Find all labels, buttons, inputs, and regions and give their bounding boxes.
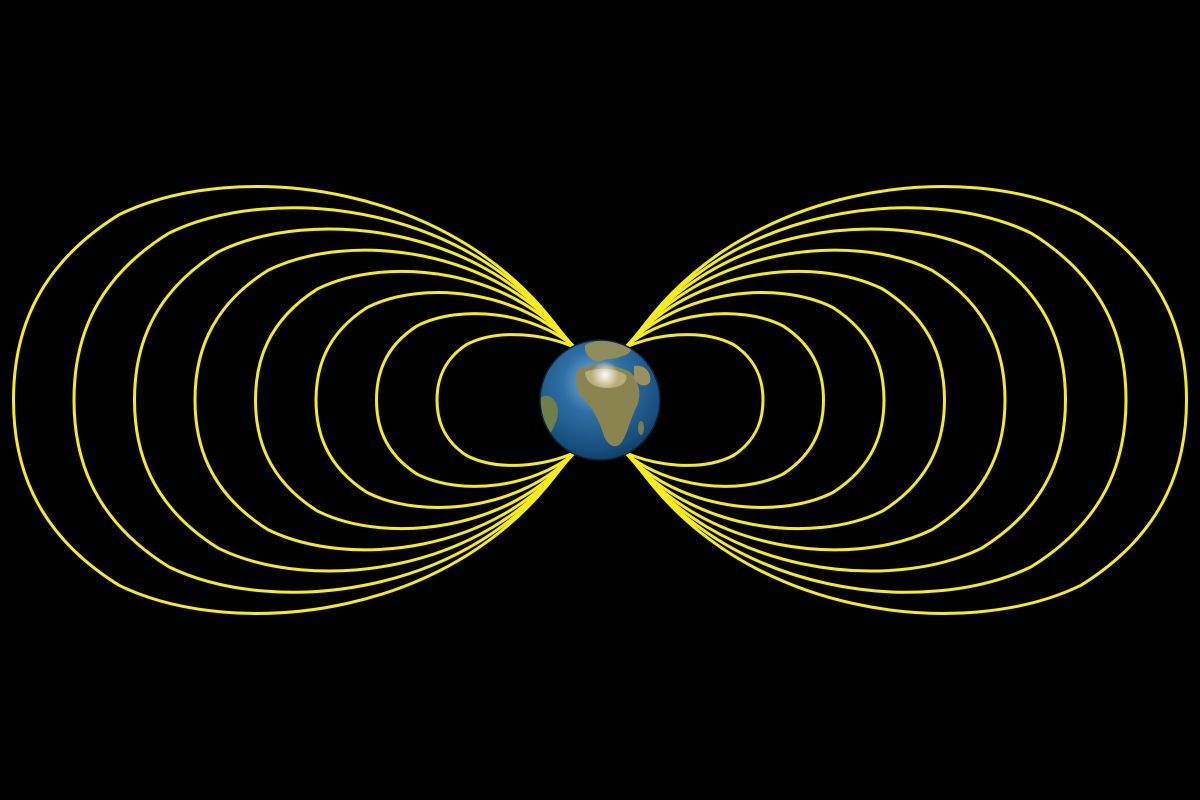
field-line-right-7	[630, 206, 1128, 594]
field-line-left-2	[374, 312, 577, 488]
field-line-right-8	[631, 185, 1189, 615]
continent-madagascar	[638, 421, 644, 435]
field-lines-left	[11, 185, 578, 615]
field-line-left-7	[72, 206, 570, 594]
continent-arabia	[634, 365, 651, 386]
field-line-right-2	[623, 312, 826, 488]
field-line-left-5	[193, 248, 573, 552]
continent-europe	[584, 340, 632, 362]
field-line-left-6	[132, 227, 571, 573]
earth-highlight	[591, 361, 619, 389]
field-lines-right	[622, 185, 1189, 615]
continent-africa	[575, 364, 640, 447]
field-line-right-3	[625, 291, 886, 509]
field-line-left-4	[253, 269, 574, 531]
field-line-right-1	[622, 333, 765, 467]
field-line-left-3	[314, 291, 575, 509]
field-line-right-4	[626, 269, 947, 531]
field-line-left-1	[435, 333, 578, 467]
field-line-left-8	[11, 185, 569, 615]
earth-outline	[539, 339, 661, 461]
field-line-right-6	[629, 227, 1068, 573]
field-line-right-5	[627, 248, 1007, 552]
earth-globe-icon	[539, 339, 661, 461]
